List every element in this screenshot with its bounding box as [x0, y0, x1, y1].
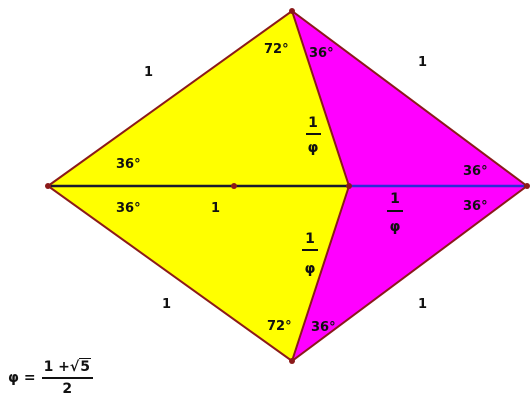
fraction-upper-denominator: φ — [308, 140, 319, 156]
vertex-mid-diagonal — [231, 183, 237, 189]
vertex-center — [346, 183, 352, 189]
side-label-top-right: 1 — [418, 55, 427, 70]
formula-radicand: 5 — [79, 358, 92, 375]
formula-denominator: 2 — [62, 381, 73, 397]
angle-bottom-right: 36° — [311, 320, 336, 335]
fraction-right: 1 φ — [387, 191, 403, 235]
side-label-bottom-right: 1 — [418, 297, 427, 312]
formula-numerator-left: 1 + — [43, 358, 70, 375]
formula-numerator: 1 + √5 — [41, 358, 94, 379]
angle-left-upper: 36° — [116, 157, 141, 172]
vertex-right — [524, 183, 530, 189]
formula-fraction: 1 + √5 2 — [41, 358, 94, 397]
vertex-left — [45, 183, 51, 189]
inner-edge-lower — [291, 185, 350, 362]
formula-lhs: φ = — [8, 369, 36, 386]
golden-ratio-formula: φ = 1 + √5 2 — [8, 358, 94, 397]
diagonal-segment-label: 1 — [211, 201, 220, 216]
fraction-lower-numerator: 1 — [305, 231, 315, 247]
side-label-top-left: 1 — [144, 65, 153, 80]
inner-edge-upper — [291, 10, 350, 187]
fraction-right-numerator: 1 — [390, 191, 400, 207]
angle-right-upper: 36° — [463, 164, 488, 179]
fraction-upper: 1 φ — [306, 115, 321, 156]
angle-bottom-left: 72° — [267, 319, 292, 334]
angle-top-right: 36° — [309, 46, 334, 61]
angle-right-lower: 36° — [463, 199, 488, 214]
fraction-upper-numerator: 1 — [308, 115, 318, 131]
sqrt-sign-icon: √ — [69, 359, 80, 375]
fraction-lower-denominator: φ — [305, 261, 316, 277]
formula-sqrt: √5 — [69, 358, 92, 375]
angle-left-lower: 36° — [116, 201, 141, 216]
fraction-right-denominator: φ — [390, 219, 401, 235]
side-label-bottom-left: 1 — [162, 297, 171, 312]
vertex-top — [289, 8, 295, 14]
angle-top-left: 72° — [264, 42, 289, 57]
fraction-lower: 1 φ — [302, 231, 318, 277]
vertex-bottom — [289, 358, 295, 364]
